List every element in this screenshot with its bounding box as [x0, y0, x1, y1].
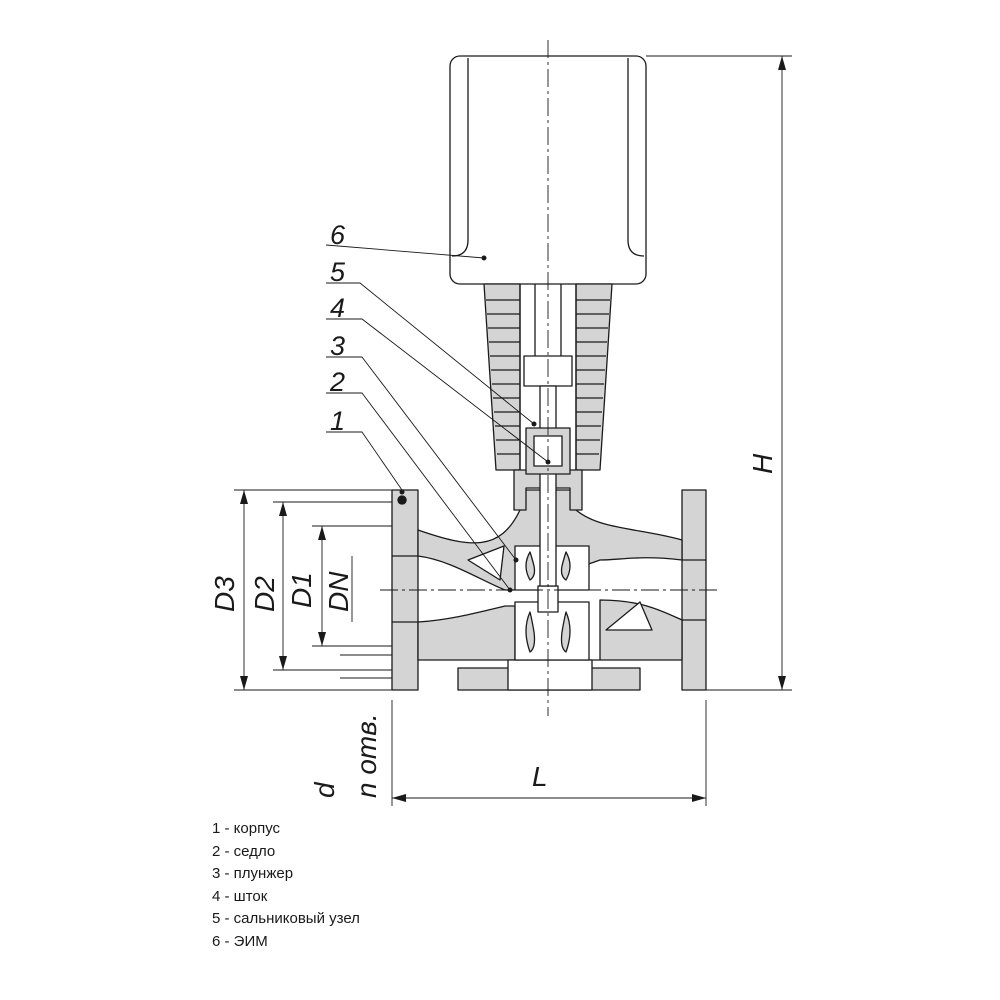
dimension-lines [234, 55, 792, 806]
callout-1: 1 [330, 406, 345, 436]
dim-label-d2: D2 [249, 576, 280, 612]
dim-label-d3: D3 [209, 576, 240, 612]
legend-item: 5 - сальниковый узел [212, 910, 360, 927]
legend-item: 3 - плунжер [212, 865, 294, 882]
callout-3: 3 [330, 331, 345, 361]
dim-label-d1: D1 [286, 572, 317, 608]
dimension-arrows [240, 56, 786, 802]
dim-label-h: H [747, 453, 778, 474]
legend-item: 6 - ЭИМ [212, 932, 268, 950]
parts-legend: 1 - корпус 2 - седло 3 - плунжер 4 - што… [212, 818, 360, 953]
dim-label-l: L [532, 761, 548, 792]
legend-item: 4 - шток [212, 887, 268, 905]
dim-label-n-holes: n отв. [351, 713, 382, 798]
leader-lines [325, 244, 549, 591]
part-callouts: 6 5 4 3 2 1 [329, 220, 346, 436]
callout-5: 5 [330, 257, 346, 287]
centerlines [380, 40, 720, 716]
callout-6: 6 [330, 220, 346, 250]
callout-2: 2 [329, 367, 345, 397]
callout-4: 4 [330, 293, 345, 323]
dimension-labels: D3 D2 D1 DN H L d n отв. [209, 453, 778, 798]
dim-label-dn: DN [323, 571, 354, 612]
dim-label-d-hole: d [309, 781, 340, 798]
legend-item: 2 - седло [212, 842, 276, 860]
legend-item: 1 - корпус [212, 820, 281, 837]
